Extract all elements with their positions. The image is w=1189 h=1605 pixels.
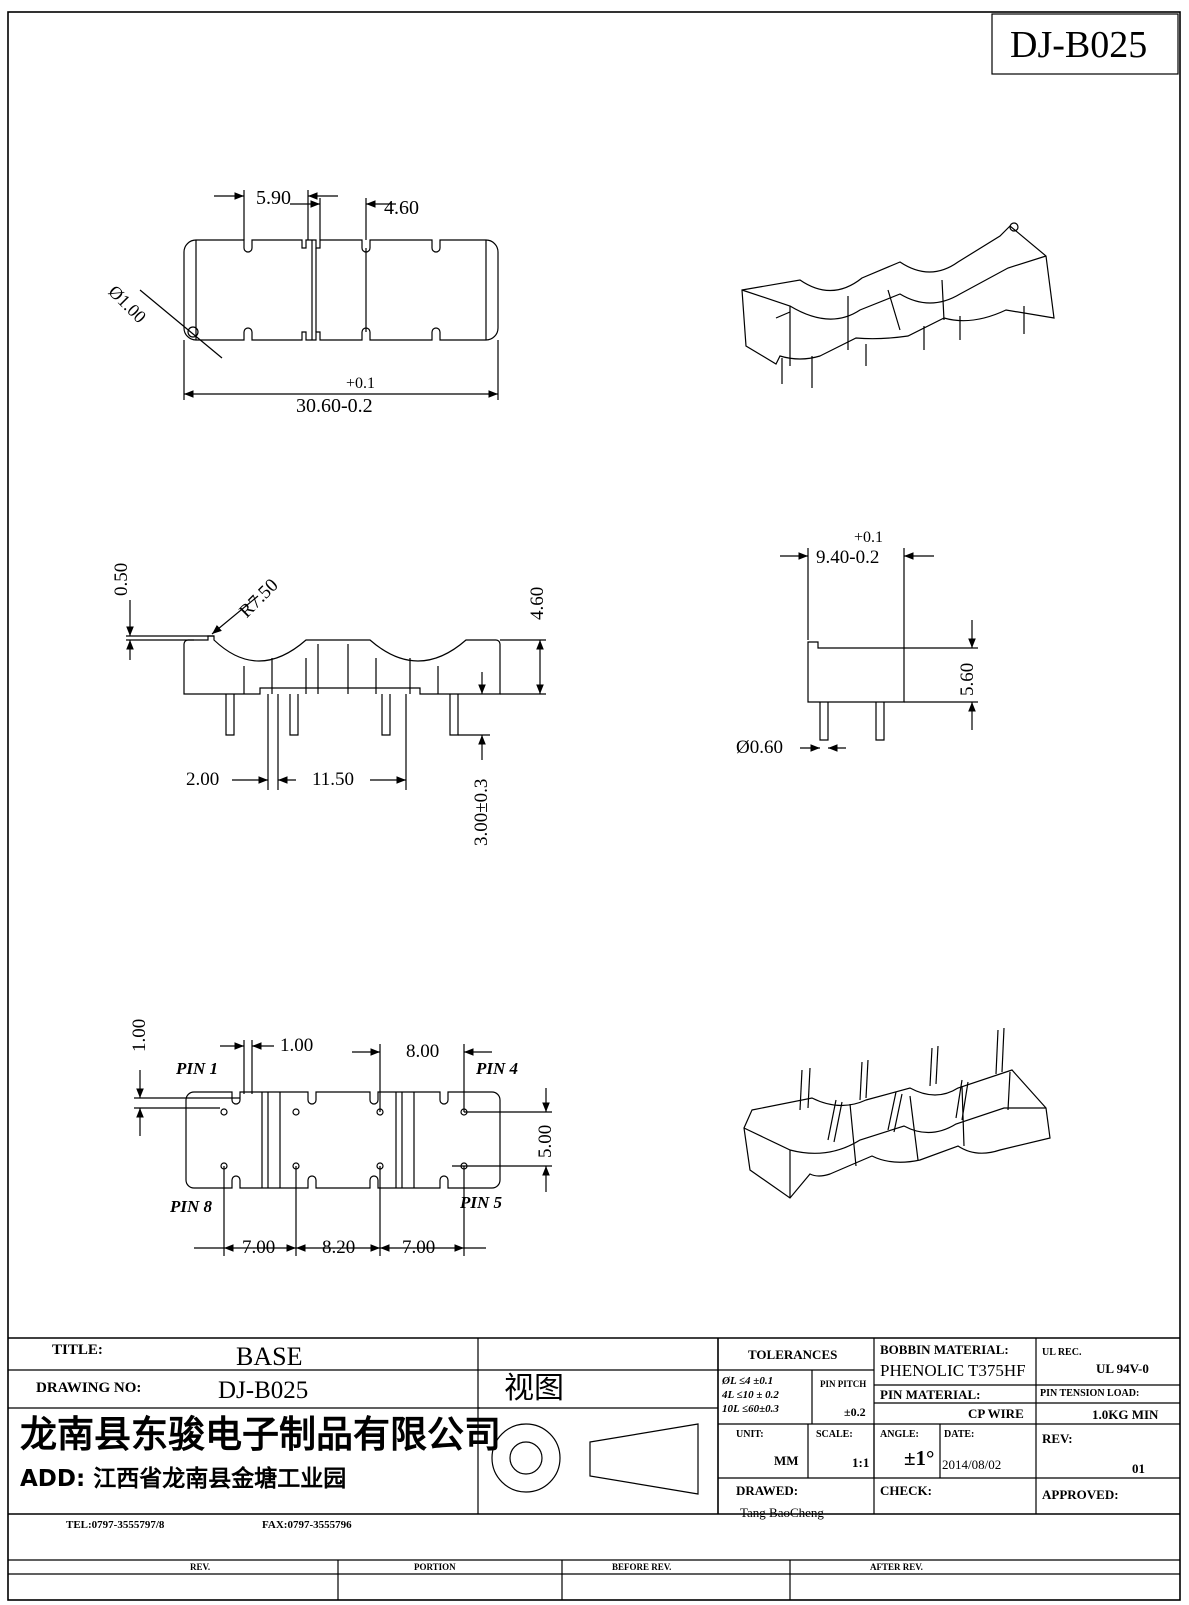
portion-column-header: PORTION [414, 1562, 456, 1572]
check-label: CHECK: [880, 1483, 932, 1498]
pin-8-label: PIN 8 [170, 1197, 213, 1216]
top-view [139, 190, 499, 400]
dim-side-0-50: 0.50 [111, 562, 132, 596]
bobbin-material-value: PHENOLIC T375HF [880, 1361, 1026, 1380]
dim-bottom-5-00: 5.00 [535, 1124, 556, 1158]
dim-bottom-8-20: 8.20 [322, 1237, 356, 1258]
bottom-view [134, 1040, 552, 1256]
after-rev-column-header: AFTER REV. [870, 1562, 923, 1572]
company-address: ADD: 江西省龙南县金塘工业园 [20, 1466, 347, 1492]
drawed-label: DRAWED: [736, 1483, 799, 1498]
rev-label: REV: [1042, 1431, 1073, 1446]
scale-value: 1:1 [852, 1455, 870, 1470]
approved-label: APPROVED: [1042, 1487, 1119, 1502]
view-label: 视图 [504, 1371, 564, 1406]
pin-pitch-value: ±0.2 [844, 1405, 866, 1419]
dim-top-5-90: 5.90 [256, 187, 291, 209]
dim-pin-length: 3.00±0.3 [471, 778, 492, 846]
before-rev-column-header: BEFORE REV. [612, 1562, 672, 1572]
end-view [780, 548, 978, 752]
title-value: BASE [236, 1342, 303, 1371]
pin-material-value: CP WIRE [968, 1406, 1024, 1421]
iso-view-top [741, 222, 1055, 388]
drawing-no-value: DJ-B025 [218, 1377, 309, 1404]
pin-5-label: PIN 5 [460, 1193, 503, 1212]
dim-side-4-60: 4.60 [527, 586, 548, 620]
pin-1-label: PIN 1 [176, 1059, 219, 1078]
tolerances-label: TOLERANCES [748, 1347, 838, 1362]
dim-bottom-1-00-v: 1.00 [129, 1018, 150, 1052]
dim-pin-dia: Ø0.60 [736, 737, 783, 758]
date-value: 2014/08/02 [942, 1457, 1002, 1472]
company-fax: FAX:0797-3555796 [262, 1519, 352, 1531]
dim-bottom-7-00-a: 7.00 [242, 1237, 276, 1258]
drawing-code-box [991, 13, 1179, 75]
ul-rec-label: UL REC. [1042, 1347, 1082, 1358]
dim-side-11-50: 11.50 [312, 769, 355, 790]
angle-label: ANGLE: [880, 1429, 919, 1440]
iso-view-bottom [743, 1027, 1051, 1199]
pin-tension-label: PIN TENSION LOAD: [1040, 1388, 1140, 1399]
pin-tension-value: 1.0KG MIN [1092, 1407, 1159, 1422]
ul-rec-value: UL 94V-0 [1096, 1361, 1149, 1376]
sheet-border [7, 11, 1181, 1601]
tolerance-2: 4L ≤10 ± 0.2 [722, 1389, 779, 1401]
pin-4-label: PIN 4 [476, 1059, 519, 1078]
drawing-no-label: DRAWING NO: [36, 1380, 142, 1396]
dim-length-tol: +0.1 [346, 375, 376, 392]
rev-column-header: REV. [190, 1562, 211, 1572]
dim-end-width-tol: +0.1 [854, 529, 884, 546]
company-name: 龙南县东骏电子制品有限公司 [20, 1413, 501, 1456]
unit-label: UNIT: [736, 1429, 764, 1440]
tolerance-3: 10L ≤60±0.3 [722, 1403, 779, 1415]
unit-value: MM [774, 1453, 799, 1468]
dim-side-2-00: 2.00 [186, 769, 220, 790]
rev-value: 01 [1132, 1461, 1145, 1476]
angle-value: ±1° [904, 1446, 935, 1470]
company-tel: TEL:0797-3555797/8 [66, 1519, 165, 1531]
dim-bottom-7-00-b: 7.00 [402, 1237, 436, 1258]
dim-end-height: 5.60 [957, 662, 978, 696]
dim-bottom-1-00-h: 1.00 [280, 1035, 314, 1056]
side-view [126, 595, 546, 790]
pin-pitch-label: PIN PITCH [820, 1379, 867, 1389]
dim-end-width: 9.40-0.2 [816, 547, 880, 568]
drawed-value: Tang BaoCheng [740, 1505, 824, 1520]
title-block-grid [8, 1337, 1180, 1600]
pin-material-label: PIN MATERIAL: [880, 1387, 981, 1402]
title-label: TITLE: [52, 1342, 103, 1358]
date-label: DATE: [944, 1429, 975, 1440]
dim-length: 30.60-0.2 [296, 395, 373, 417]
scale-label: SCALE: [816, 1429, 853, 1440]
bobbin-material-label: BOBBIN MATERIAL: [880, 1342, 1009, 1357]
dim-bottom-8-00: 8.00 [406, 1041, 440, 1062]
tolerance-1: ØL ≤4 ±0.1 [722, 1375, 774, 1387]
drawing-code: DJ-B025 [1010, 24, 1148, 66]
dim-top-4-60: 4.60 [384, 197, 419, 219]
